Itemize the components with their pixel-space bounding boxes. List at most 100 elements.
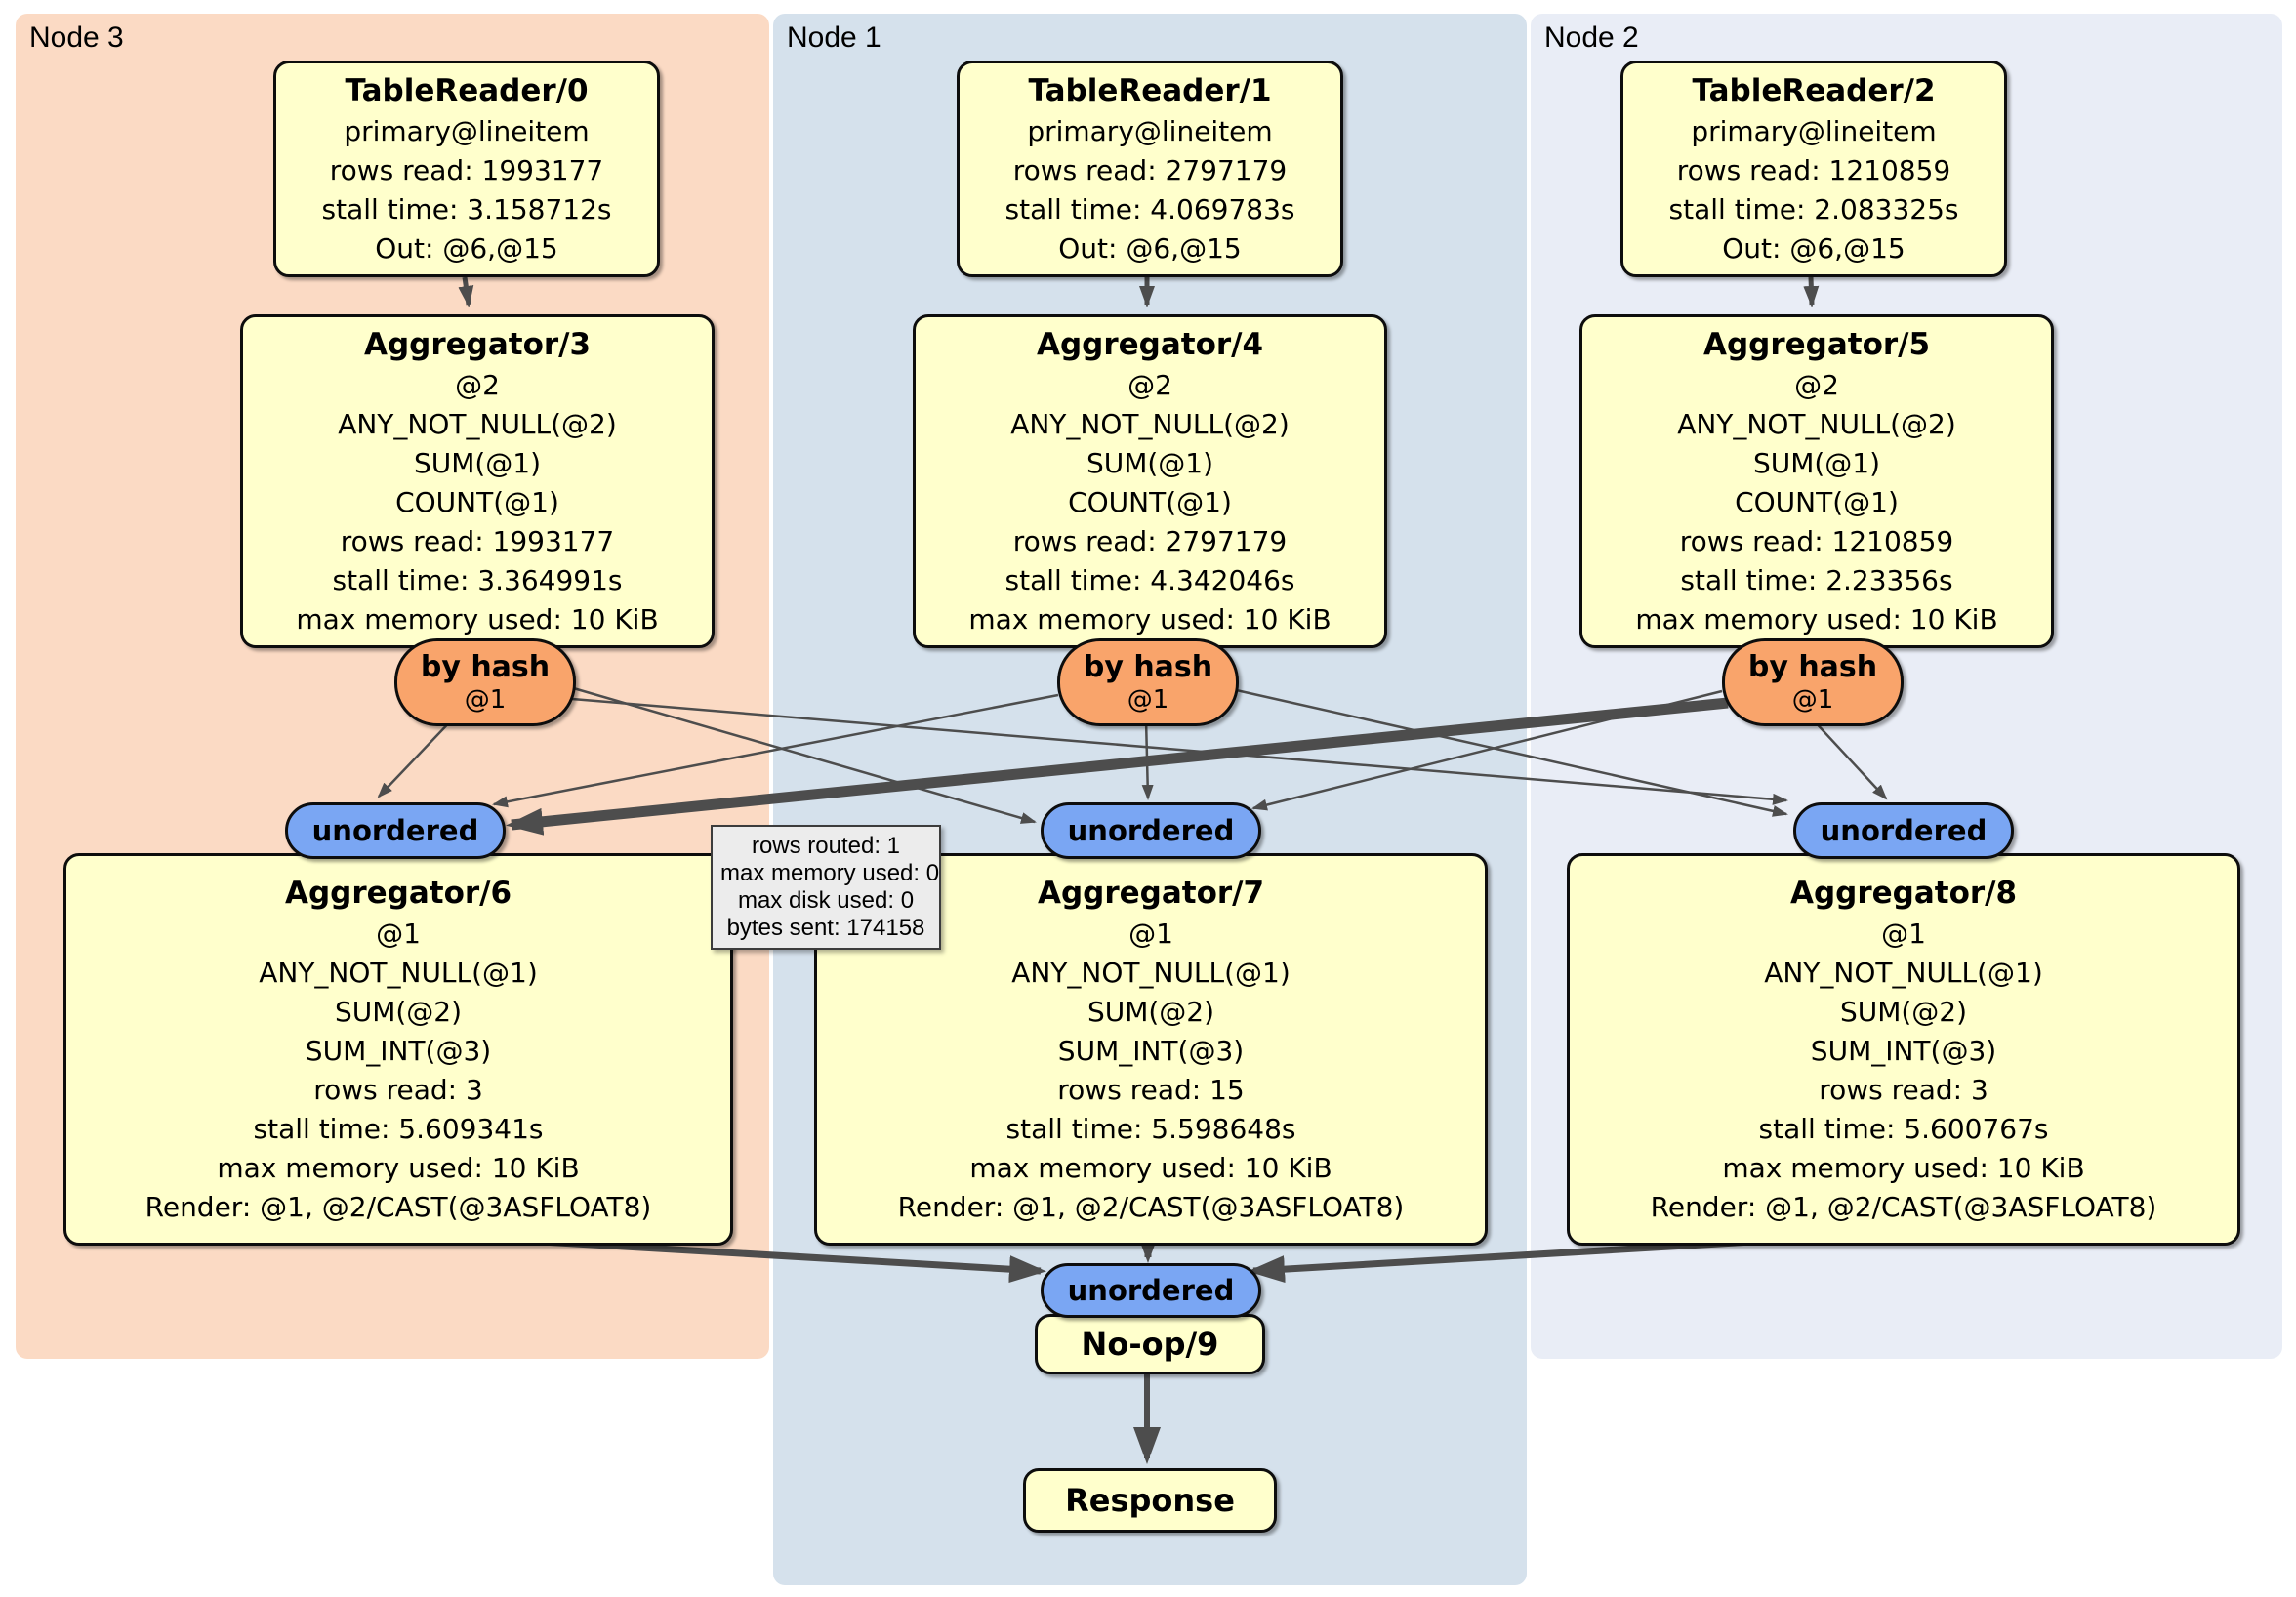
edge-router3-stream6[interactable] xyxy=(377,714,458,798)
node3-label: Node 3 xyxy=(29,21,124,54)
stream-unordered-node1[interactable]: unordered xyxy=(1041,802,1261,859)
text-line: SUM(@2) xyxy=(334,996,463,1028)
stream-unordered-final-label: unordered xyxy=(1067,1274,1235,1307)
node2-label: Node 2 xyxy=(1544,21,1639,54)
text-line: stall time: 2.23356s xyxy=(1680,564,1953,596)
text-line: stall time: 3.364991s xyxy=(332,564,623,596)
edge-router4-stream6[interactable] xyxy=(492,693,1059,808)
text-line: stall time: 4.069783s xyxy=(1004,193,1295,225)
hash-router-node3[interactable]: by hash @1 xyxy=(394,638,576,726)
stream-unordered-final[interactable]: unordered xyxy=(1041,1263,1261,1318)
hash-router-node3-key: @1 xyxy=(464,685,507,715)
response-box[interactable]: Response xyxy=(1023,1468,1277,1533)
edge-tablereader2-aggregator5[interactable] xyxy=(1803,276,1820,307)
edge-tablereader0-aggregator3[interactable] xyxy=(458,276,474,307)
text-line: @2 xyxy=(455,369,500,401)
text-line: max disk used: 0 xyxy=(737,887,915,914)
text-line: max memory used: 10 KiB xyxy=(968,603,1332,635)
aggregator-6-title: Aggregator/6 xyxy=(284,876,512,911)
text-line: ANY_NOT_NULL(@2) xyxy=(1677,408,1956,440)
text-line: SUM_INT(@3) xyxy=(305,1035,492,1067)
edge-router3-stream8[interactable] xyxy=(571,697,1788,805)
noop-box[interactable]: No-op/9 xyxy=(1035,1314,1265,1374)
text-line: @2 xyxy=(1128,369,1172,401)
text-line: ANY_NOT_NULL(@2) xyxy=(338,408,617,440)
text-line: rows read: 1210859 xyxy=(1679,525,1954,557)
text-line: @2 xyxy=(1794,369,1839,401)
text-line: rows read: 15 xyxy=(1057,1074,1245,1106)
edge-router5-stream7[interactable] xyxy=(1251,689,1723,811)
text-line: Render: @1, @2/CAST(@3ASFLOAT8) xyxy=(1650,1191,2157,1223)
edge-router5-stream8[interactable] xyxy=(1811,717,1888,800)
text-line: ANY_NOT_NULL(@2) xyxy=(1010,408,1290,440)
text-line: max memory used: 10 KiB xyxy=(296,603,659,635)
hash-router-node1[interactable]: by hash @1 xyxy=(1057,638,1239,726)
text-line: Render: @1, @2/CAST(@3ASFLOAT8) xyxy=(897,1191,1405,1223)
hash-router-node2[interactable]: by hash @1 xyxy=(1722,638,1904,726)
text-line: COUNT(@1) xyxy=(395,486,559,518)
text-line: rows read: 1993177 xyxy=(340,525,615,557)
text-line: COUNT(@1) xyxy=(1068,486,1232,518)
text-line: SUM_INT(@3) xyxy=(1810,1035,1997,1067)
text-line: SUM_INT(@3) xyxy=(1057,1035,1245,1067)
table-reader-1-box[interactable]: TableReader/1 primary@lineitem rows read:… xyxy=(957,61,1343,277)
text-line: COUNT(@1) xyxy=(1735,486,1899,518)
text-line: stall time: 5.609341s xyxy=(253,1113,544,1145)
text-line: stall time: 5.600767s xyxy=(1758,1113,2049,1145)
text-line: rows read: 2797179 xyxy=(1012,154,1288,186)
edge-router5-stream6-highlighted[interactable] xyxy=(506,697,1729,836)
text-line: rows routed: 1 xyxy=(751,833,901,859)
text-line: ANY_NOT_NULL(@1) xyxy=(1011,957,1291,989)
text-line: max memory used: 0 xyxy=(720,860,940,886)
text-line: bytes sent: 174158 xyxy=(726,915,925,941)
aggregator-3-title: Aggregator/3 xyxy=(363,327,592,362)
text-line: SUM(@2) xyxy=(1839,996,1968,1028)
text-line: rows read: 1210859 xyxy=(1676,154,1951,186)
text-line: Out: @6,@15 xyxy=(1058,232,1242,265)
table-reader-1-details: primary@lineitem rows read: 2797179 stall … xyxy=(960,112,1340,268)
table-reader-1-title: TableReader/1 xyxy=(1028,73,1272,108)
text-line: rows read: 1993177 xyxy=(329,154,604,186)
stream-unordered-node2-label: unordered xyxy=(1820,814,1988,847)
text-line: @1 xyxy=(1128,918,1173,950)
text-line: primary@lineitem xyxy=(1027,115,1273,147)
stream-unordered-node2[interactable]: unordered xyxy=(1793,802,2014,859)
text-line: Out: @6,@15 xyxy=(375,232,558,265)
edge-router3-stream7[interactable] xyxy=(569,685,1037,824)
hash-router-node2-label: by hash xyxy=(1747,650,1878,684)
text-line: max memory used: 10 KiB xyxy=(217,1152,580,1184)
table-reader-0-title: TableReader/0 xyxy=(345,73,589,108)
text-line: SUM(@2) xyxy=(1086,996,1215,1028)
text-line: rows read: 3 xyxy=(1819,1074,1988,1106)
text-line: ANY_NOT_NULL(@1) xyxy=(259,957,538,989)
stream-unordered-node3-label: unordered xyxy=(311,814,479,847)
hash-router-node1-key: @1 xyxy=(1127,685,1169,715)
node1-label: Node 1 xyxy=(787,21,882,54)
text-line: max memory used: 10 KiB xyxy=(1722,1152,2085,1184)
stream-unordered-node3[interactable]: unordered xyxy=(285,802,506,859)
stream-unordered-node1-label: unordered xyxy=(1067,814,1235,847)
aggregator-5-title: Aggregator/5 xyxy=(1702,327,1931,362)
text-line: Render: @1, @2/CAST(@3ASFLOAT8) xyxy=(144,1191,652,1223)
text-line: ANY_NOT_NULL(@1) xyxy=(1764,957,2043,989)
text-line: SUM(@1) xyxy=(1086,447,1214,479)
edge-router4-stream8[interactable] xyxy=(1231,687,1788,817)
